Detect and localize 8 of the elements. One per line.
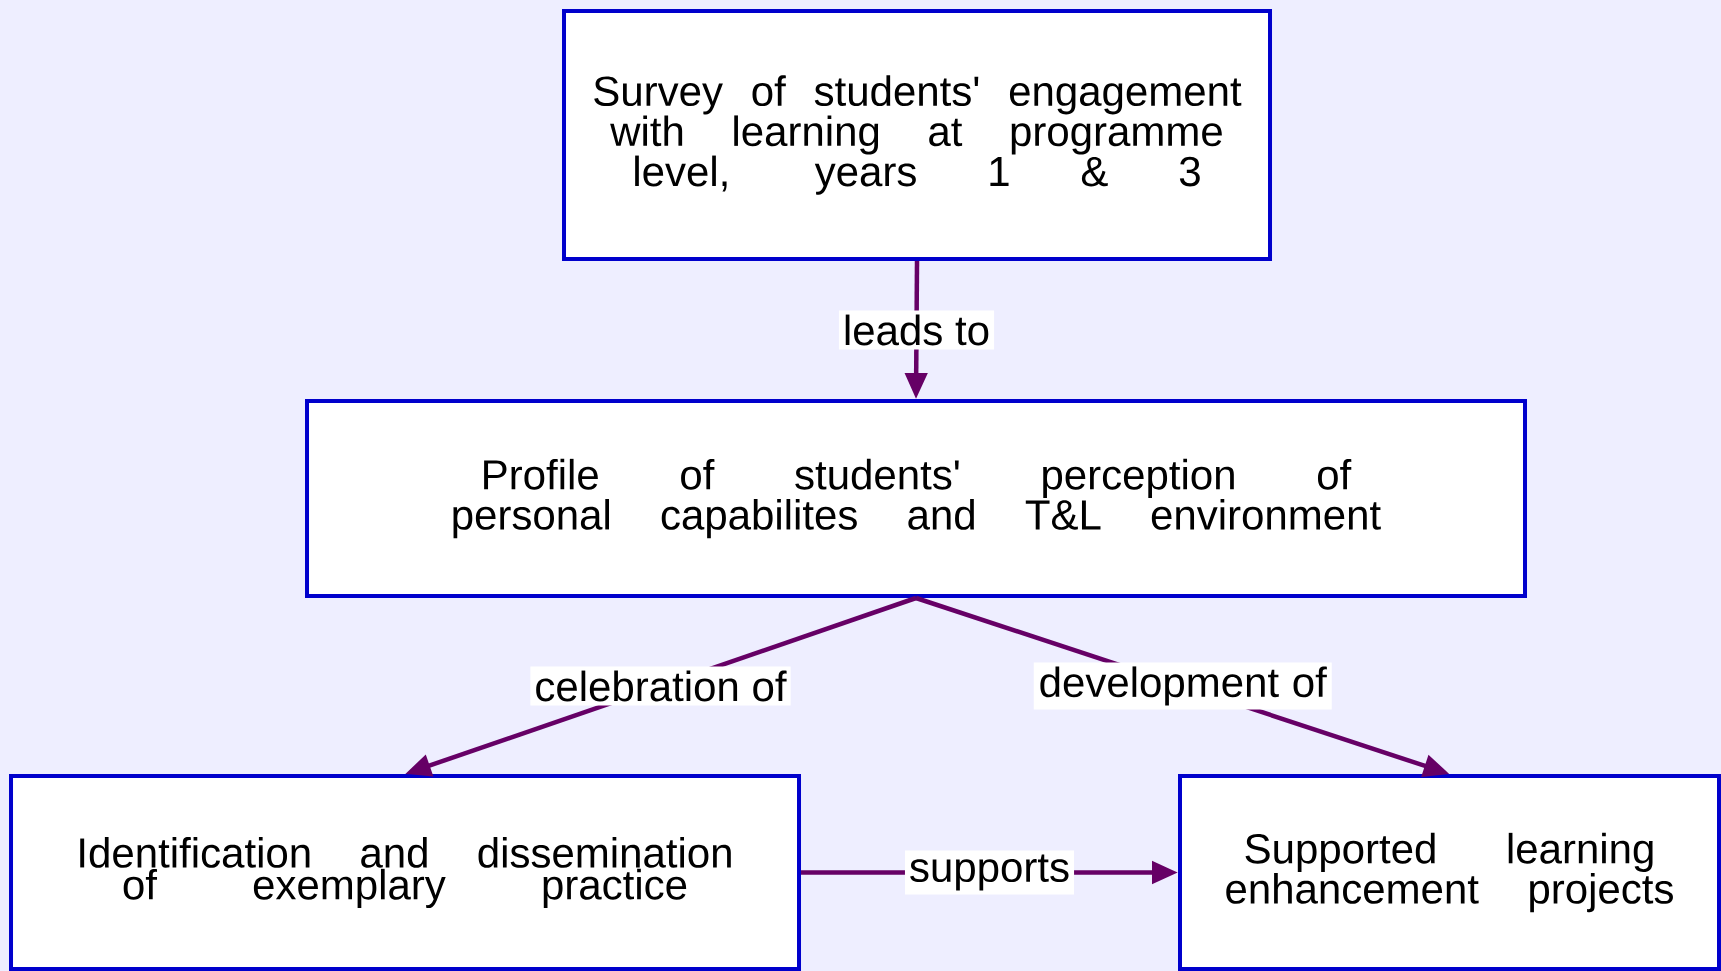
edge-label: supports	[904, 850, 1075, 895]
edge-label: development of	[1033, 662, 1332, 710]
process-box: Profile of students' perception of personal capabilites and T&L environment	[305, 399, 1527, 598]
process-box: Survey of students' engagement with learning at programme level, years 1 & 3	[562, 9, 1272, 261]
edge-label: leads to	[838, 310, 995, 350]
process-box: Identification and dissemination of exemplary practice	[9, 774, 801, 971]
edge-label: celebration of	[530, 666, 791, 706]
process-box: Supported learning enhancement projects	[1178, 774, 1721, 971]
